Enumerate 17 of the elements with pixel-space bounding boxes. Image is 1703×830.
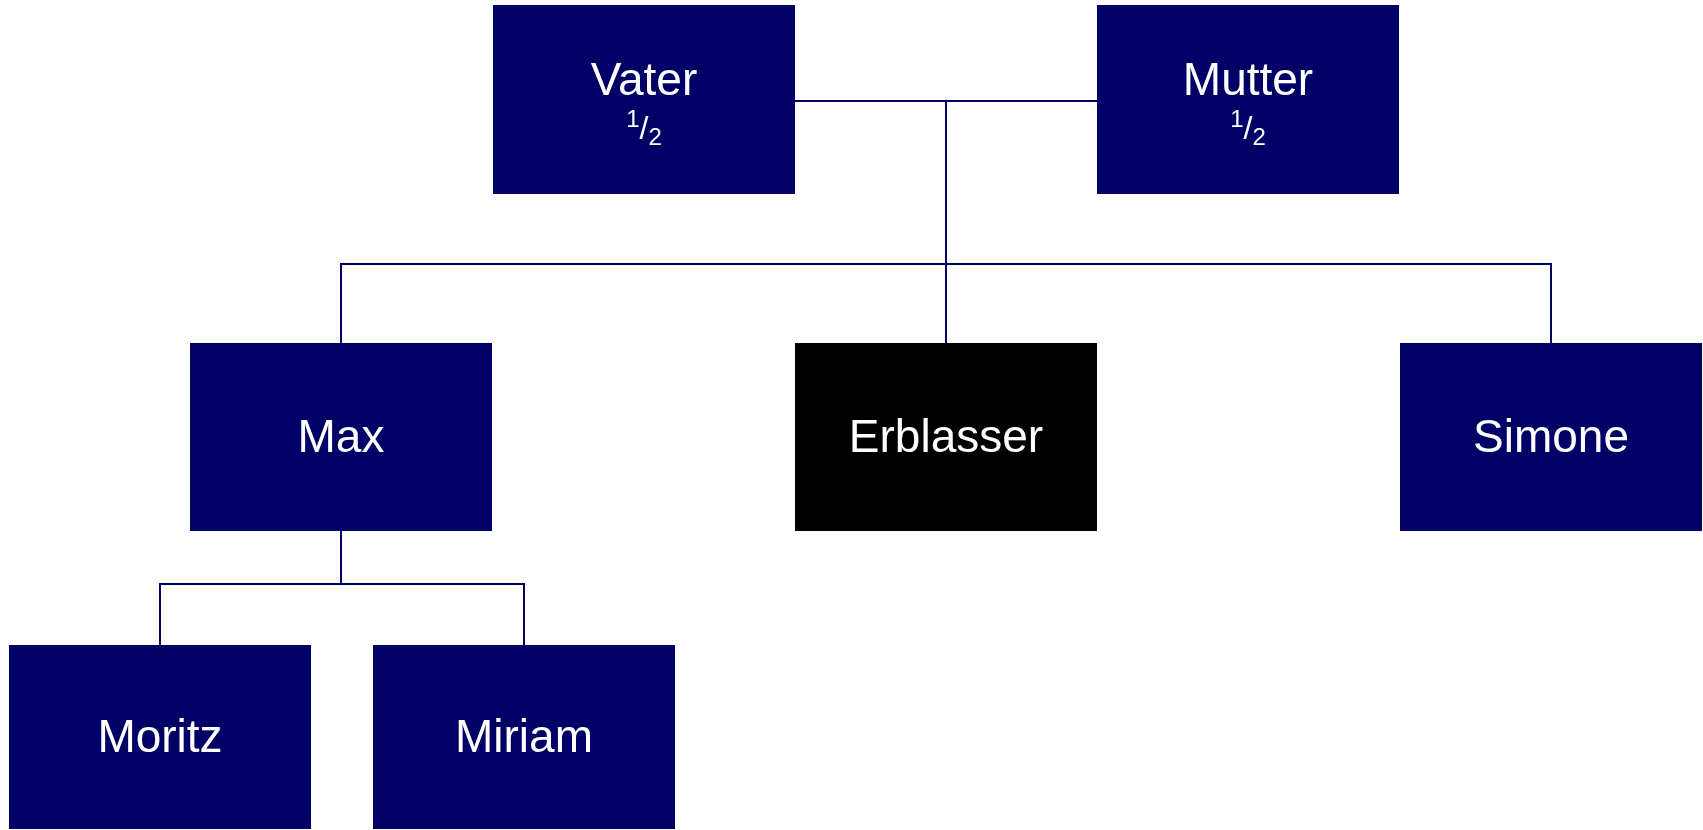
person-box: [493, 5, 795, 194]
person-name: Vater: [590, 51, 698, 107]
person-name: Simone: [1473, 409, 1629, 465]
person-box: [9, 645, 311, 829]
connector-line: [340, 530, 525, 646]
person-box: [795, 343, 1097, 531]
person-name: Mutter: [1182, 51, 1314, 107]
share-fraction: $^{1}$/$_{2}$: [1230, 108, 1266, 149]
person-name: Max: [297, 409, 385, 465]
person-box: [1097, 5, 1399, 194]
person-name: Moritz: [97, 709, 223, 765]
person-name: Miriam: [455, 709, 593, 765]
person-box: [190, 343, 492, 531]
person-box: [1400, 343, 1702, 531]
person-box: [373, 645, 675, 829]
person-name: Erblasser: [848, 409, 1044, 465]
share-fraction: $^{1}$/$_{2}$: [626, 108, 662, 149]
